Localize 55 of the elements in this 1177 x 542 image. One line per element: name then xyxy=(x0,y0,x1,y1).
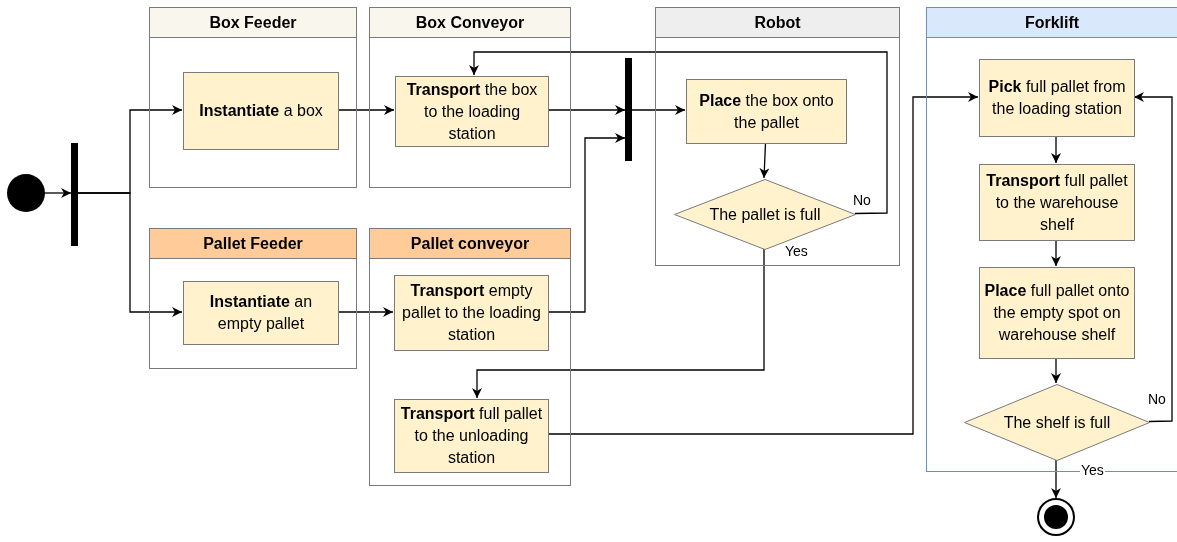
action-text: Place the box onto the pallet xyxy=(698,90,835,133)
arrow xyxy=(337,307,394,317)
edge-label: Yes xyxy=(784,243,809,259)
initial-node xyxy=(7,174,45,212)
action-box xyxy=(395,76,549,147)
action-box xyxy=(183,72,339,150)
arrow xyxy=(547,133,626,313)
swimlane xyxy=(149,7,357,188)
arrow xyxy=(44,188,72,198)
arrow xyxy=(759,142,770,179)
swimlane xyxy=(655,7,900,266)
edge-label: No xyxy=(852,192,872,208)
decision-diamond xyxy=(964,384,1150,461)
lane-header: Pallet conveyor xyxy=(370,229,570,259)
lane-header: Pallet Feeder xyxy=(150,229,356,259)
arrow xyxy=(631,105,686,115)
lane-header: Robot xyxy=(656,8,899,38)
arrow xyxy=(472,248,765,399)
arrow xyxy=(337,105,395,115)
arrow xyxy=(1051,239,1061,267)
action-box xyxy=(979,59,1135,137)
action-box xyxy=(979,164,1135,241)
edge-label: No xyxy=(1147,391,1167,407)
condition-text: The shelf is full xyxy=(1003,412,1111,433)
arrow xyxy=(1133,92,1173,423)
condition-text: The pallet is full xyxy=(709,204,821,225)
swimlane xyxy=(149,228,357,369)
action-box xyxy=(183,281,339,345)
action-text: Transport the box to the loading station xyxy=(405,79,539,144)
swimlane xyxy=(369,228,571,486)
fork-bar xyxy=(625,58,632,161)
lane-header: Box Feeder xyxy=(150,8,356,38)
lane-header: Forklift xyxy=(927,8,1177,38)
action-text: Place full pallet onto the empty spot on warehouse shelf xyxy=(983,281,1131,345)
lane-header: Box Conveyor xyxy=(370,8,570,38)
action-text: Pick full pallet from the loading station xyxy=(987,77,1127,119)
swimlane xyxy=(369,7,571,188)
arrow xyxy=(1051,459,1061,499)
arrow xyxy=(1051,135,1061,164)
action-box xyxy=(394,275,549,351)
edge-label: Yes xyxy=(1080,462,1105,478)
action-text: Transport empty pallet to the loading station xyxy=(401,281,542,345)
arrow xyxy=(547,105,626,115)
action-text: Instantiate a box xyxy=(198,101,324,121)
action-text: Transport full pallet to the warehouse shelf xyxy=(985,170,1129,235)
action-box xyxy=(979,267,1135,359)
arrow xyxy=(1051,357,1061,384)
arrow xyxy=(547,92,979,435)
arrow xyxy=(469,51,888,215)
action-text: Instantiate an empty pallet xyxy=(208,292,314,334)
action-text: Transport full pallet to the unloading station xyxy=(399,404,544,468)
arrow xyxy=(77,192,183,317)
final-node xyxy=(1037,498,1075,536)
fork-bar xyxy=(71,143,78,246)
action-box xyxy=(686,79,847,144)
